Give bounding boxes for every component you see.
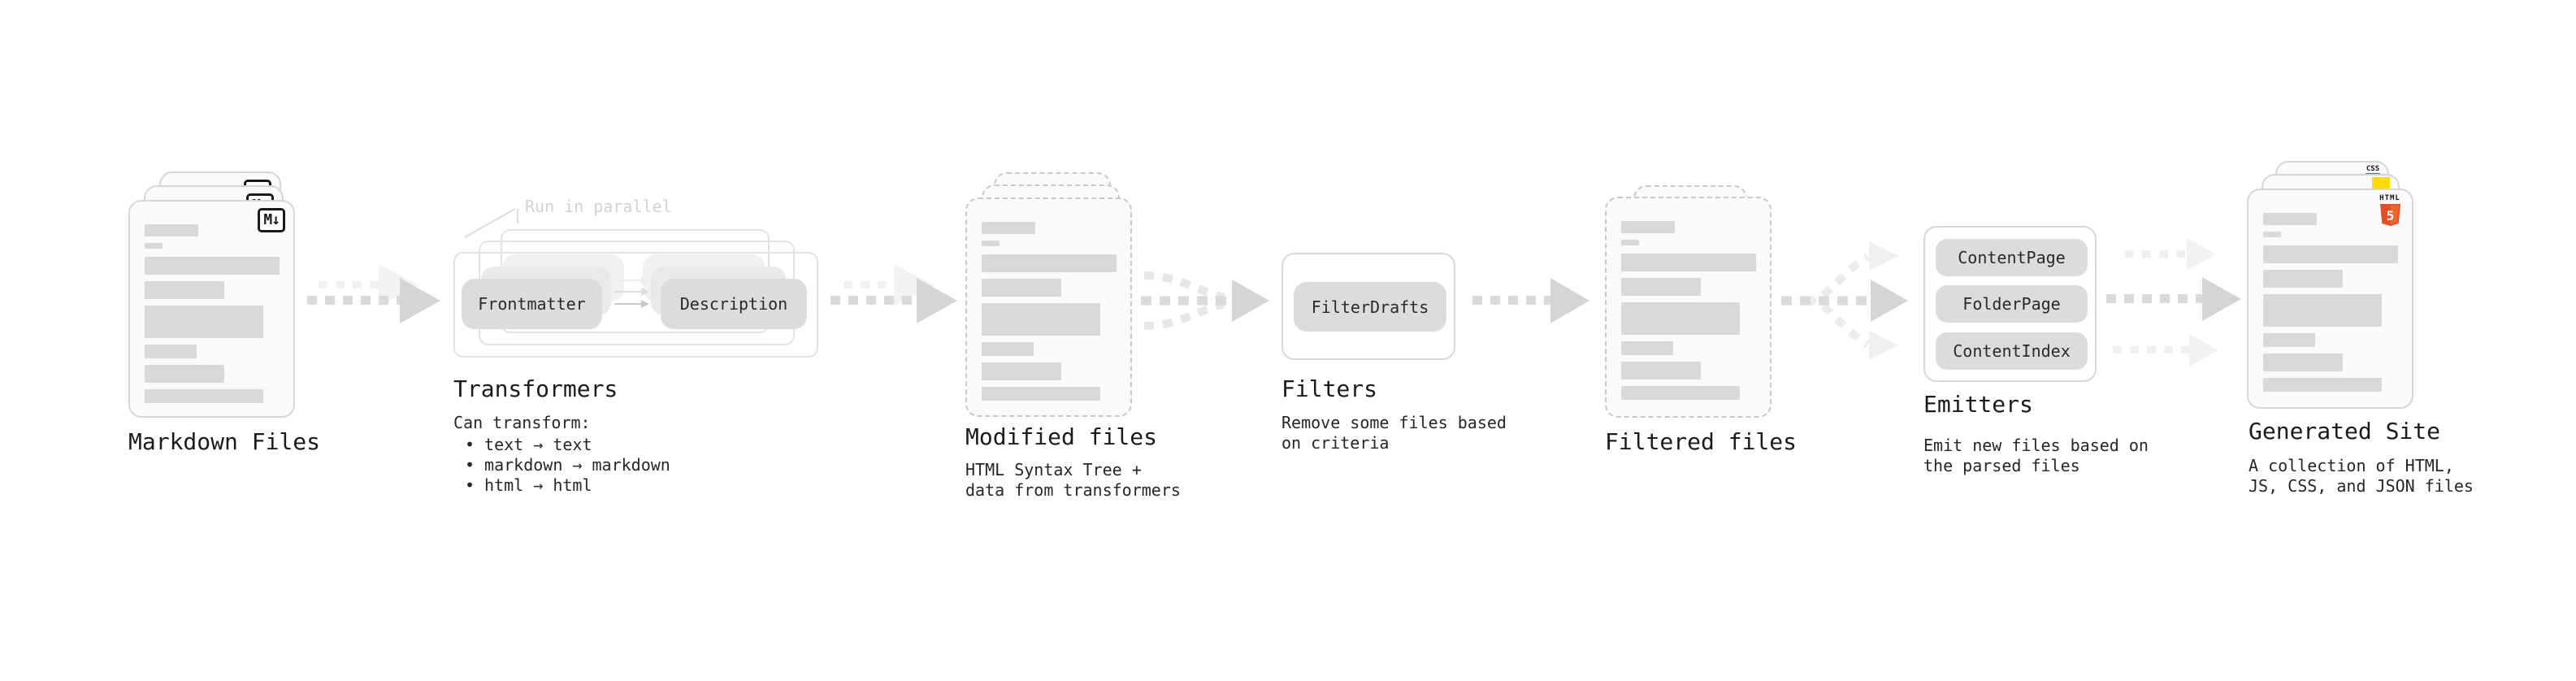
generated-site-description-line: A collection of HTML, <box>2249 456 2454 475</box>
emitters-caption: Emitters <box>1923 391 2033 418</box>
fan-top-head <box>1869 241 1898 271</box>
modified-files-description-line: HTML Syntax Tree + <box>965 460 1142 479</box>
html5-badge-label: HTML <box>2379 194 2400 202</box>
emitters-description-line: the parsed files <box>1923 456 2080 475</box>
arrow-dashes <box>307 296 400 305</box>
css-badge-label: CSS <box>2366 165 2380 173</box>
document-text-placeholder <box>1621 221 1756 400</box>
arrow-bottom-head <box>2189 334 2218 367</box>
transformers-caption: Transformers <box>453 375 618 402</box>
bullet-text: markdown → markdown <box>484 455 670 475</box>
arrow-dashes <box>1472 296 1550 305</box>
emitters-description: Emit new files based on the parsed files <box>1923 436 2149 476</box>
arrow-middle-head <box>2202 277 2241 321</box>
bullet-text: text → text <box>484 435 592 454</box>
transformers-bullet-list: • text → text • markdown → markdown • html … <box>453 435 670 496</box>
emitters-frame: ContentPage FolderPage ContentIndex <box>1923 226 2097 382</box>
js-file-icon <box>2372 177 2390 189</box>
arrow-ghost-dashes <box>843 281 896 288</box>
fan-bottom-curve <box>1805 297 1870 349</box>
folder-page-chip: FolderPage <box>1936 285 2088 323</box>
filtered-file-card-front <box>1605 197 1772 418</box>
bullet-text: html → html <box>484 475 592 495</box>
filtered-files-caption: Filtered files <box>1605 428 1798 455</box>
generated-site-description: A collection of HTML, JS, CSS, and JSON … <box>2249 456 2474 497</box>
emitters-description-line: Emit new files based on <box>1923 436 2149 455</box>
modified-files-caption: Modified files <box>965 423 1158 450</box>
arrow-head <box>1871 280 1908 322</box>
document-text-placeholder <box>982 222 1117 401</box>
description-chip: Description <box>661 279 807 329</box>
document-text-placeholder <box>2263 213 2398 392</box>
arrow-middle-dashes <box>2106 294 2202 303</box>
generated-html-card: HTML 5 <box>2247 189 2413 409</box>
document-text-placeholder <box>145 224 280 403</box>
modified-files-description: HTML Syntax Tree + data from transformer… <box>965 460 1181 501</box>
html5-number: 5 <box>2386 208 2394 223</box>
bullet-item: • markdown → markdown <box>453 455 670 475</box>
bullet-dot: • <box>465 475 475 495</box>
transform-arrow-icon <box>614 275 650 285</box>
run-in-parallel-note: Run in parallel <box>525 197 672 216</box>
filters-frame: FilterDrafts <box>1281 253 1455 360</box>
content-index-chip: ContentIndex <box>1936 332 2088 370</box>
arrow-head <box>1232 280 1269 322</box>
arrow-top-head <box>2187 238 2216 271</box>
arrow-filtered-to-emitters <box>1781 241 1908 360</box>
markdown-file-card-front: M↓ <box>128 200 295 418</box>
parallel-callout-line <box>464 208 518 238</box>
bullet-item: • html → html <box>453 475 670 496</box>
modified-file-card-front <box>965 197 1132 417</box>
frontmatter-chip: Frontmatter <box>462 279 602 329</box>
transformer-sheet-front <box>453 252 818 358</box>
markdown-files-caption: Markdown Files <box>128 428 321 455</box>
markdown-icon: M↓ <box>258 208 285 232</box>
filters-caption: Filters <box>1281 375 1378 402</box>
arrow-dashes <box>830 296 917 305</box>
modified-files-description-line: data from transformers <box>965 480 1181 500</box>
fan-bottom-head <box>1869 331 1898 360</box>
html5-icon: HTML 5 <box>2378 194 2402 227</box>
arrow-bottom-dashes <box>2113 346 2189 354</box>
arrow-modified-to-filters <box>1141 271 1269 330</box>
generated-site-description-line: JS, CSS, and JSON files <box>2249 476 2474 496</box>
fan-top-curve <box>1805 253 1870 305</box>
html5-shield: 5 <box>2379 204 2400 226</box>
arrow-head <box>1550 278 1589 323</box>
transformers-subtitle-text: Can transform: <box>453 413 591 432</box>
transform-arrow-icon <box>614 287 650 297</box>
bullet-dot: • <box>465 455 475 475</box>
arrow-top-dashes <box>2125 250 2187 258</box>
arrow-head <box>917 278 957 323</box>
filters-description-line: on criteria <box>1281 433 1390 453</box>
content-page-chip: ContentPage <box>1936 239 2088 276</box>
merge-bottom-curve <box>1143 300 1225 330</box>
transform-arrow-icon <box>614 299 650 309</box>
bullet-dot: • <box>465 435 475 454</box>
merge-top-curve <box>1143 271 1225 301</box>
transformers-subtitle: Can transform: <box>453 413 591 433</box>
filter-drafts-chip: FilterDrafts <box>1294 282 1446 332</box>
bullet-item: • text → text <box>453 435 670 455</box>
filters-description: Remove some files based on criteria <box>1281 413 1507 453</box>
arrow-head <box>400 278 440 323</box>
filters-description-line: Remove some files based <box>1281 413 1507 432</box>
generated-site-caption: Generated Site <box>2249 418 2441 445</box>
arrow-ghost-dashes <box>319 281 380 288</box>
